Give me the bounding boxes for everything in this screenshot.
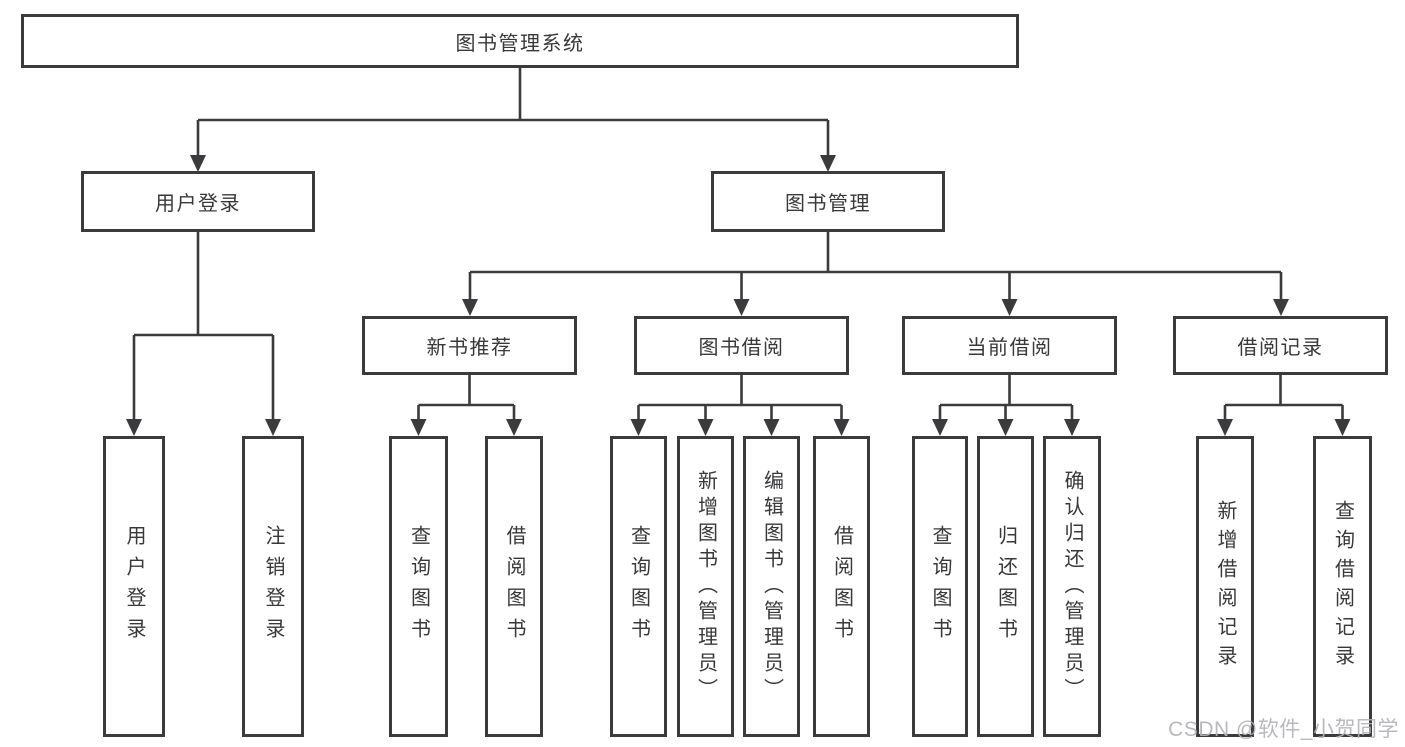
leaf-borrow-books-recommendation: 借阅图书	[485, 436, 543, 737]
arrowhead-icon	[190, 155, 206, 172]
arrowhead-icon	[763, 419, 780, 436]
watermark: CSDN @软件_小贺同学	[1168, 718, 1399, 741]
connector-line	[134, 232, 273, 337]
leaf-query-books-borrowing: 查询图书	[610, 436, 667, 737]
leaf-add-book-admin: 新增图书（管理员）	[677, 436, 734, 737]
arrowhead-icon	[126, 419, 142, 436]
node-label: 新增借阅记录	[1214, 499, 1236, 674]
node-book-borrowing: 图书借阅	[634, 316, 849, 375]
node-library-system: 图书管理系统	[21, 14, 1019, 68]
arrowhead-icon	[506, 419, 522, 436]
node-current-borrowing: 当前借阅	[902, 316, 1117, 375]
arrowhead-icon	[462, 299, 478, 316]
node-label: 用户登录	[123, 524, 145, 649]
node-label: 归还图书	[994, 524, 1017, 649]
node-label: 查询图书	[407, 524, 430, 649]
connector-line	[198, 68, 828, 122]
leaf-logout: 注销登录	[242, 436, 304, 737]
leaf-query-books-recommendation: 查询图书	[389, 436, 448, 737]
arrowhead-icon	[265, 419, 281, 436]
leaf-edit-book-admin: 编辑图书（管理员）	[743, 436, 800, 737]
arrowhead-icon	[733, 299, 750, 316]
leaf-borrow-books-borrowing: 借阅图书	[813, 436, 870, 737]
node-label: 图书借阅	[698, 337, 785, 359]
arrowhead-icon	[697, 419, 714, 436]
arrowhead-icon	[1273, 299, 1289, 316]
leaf-confirm-return-admin: 确认归还（管理员）	[1043, 436, 1101, 737]
node-label: 新增图书（管理员）	[694, 469, 717, 704]
leaf-query-books-current: 查询图书	[912, 436, 968, 737]
connector-line	[418, 375, 514, 407]
arrowhead-icon	[410, 419, 427, 436]
node-label: 查询图书	[929, 524, 951, 649]
leaf-query-borrow-record: 查询借阅记录	[1313, 436, 1372, 737]
arrowhead-icon	[1334, 419, 1351, 436]
arrowhead-icon	[997, 419, 1014, 436]
node-label: 用户登录	[155, 193, 241, 215]
node-label: 确认归还（管理员）	[1061, 469, 1083, 704]
arrowhead-icon	[1001, 299, 1018, 316]
node-label: 当前借阅	[966, 337, 1053, 359]
connector-line	[470, 232, 1281, 274]
connector-line	[940, 375, 1072, 407]
node-user-login: 用户登录	[81, 171, 315, 232]
node-label: 新书推荐	[426, 337, 513, 359]
leaf-return-book: 归还图书	[977, 436, 1034, 737]
node-label: 图书管理	[785, 193, 871, 215]
arrowhead-icon	[1217, 419, 1233, 436]
node-label: 借阅图书	[830, 524, 853, 649]
node-label: 查询借阅记录	[1331, 499, 1354, 674]
arrowhead-icon	[630, 419, 647, 436]
connector-line	[638, 375, 842, 407]
node-label: 图书管理系统	[455, 32, 585, 55]
node-label: 编辑图书（管理员）	[760, 469, 783, 704]
node-label: 注销登录	[262, 524, 284, 649]
arrowhead-icon	[833, 419, 850, 436]
node-label: 借阅记录	[1237, 337, 1324, 359]
node-new-book-recommendation: 新书推荐	[362, 316, 577, 375]
node-label: 借阅图书	[503, 524, 525, 649]
node-label: 查询图书	[627, 524, 650, 649]
leaf-add-borrow-record: 新增借阅记录	[1196, 436, 1254, 737]
node-book-management: 图书管理	[711, 171, 945, 232]
connector-line	[1225, 375, 1343, 407]
arrowhead-icon	[1064, 419, 1080, 436]
arrowhead-icon	[820, 155, 836, 172]
node-borrow-records: 借阅记录	[1173, 316, 1388, 375]
arrowhead-icon	[932, 419, 948, 436]
leaf-user-login: 用户登录	[103, 436, 165, 737]
